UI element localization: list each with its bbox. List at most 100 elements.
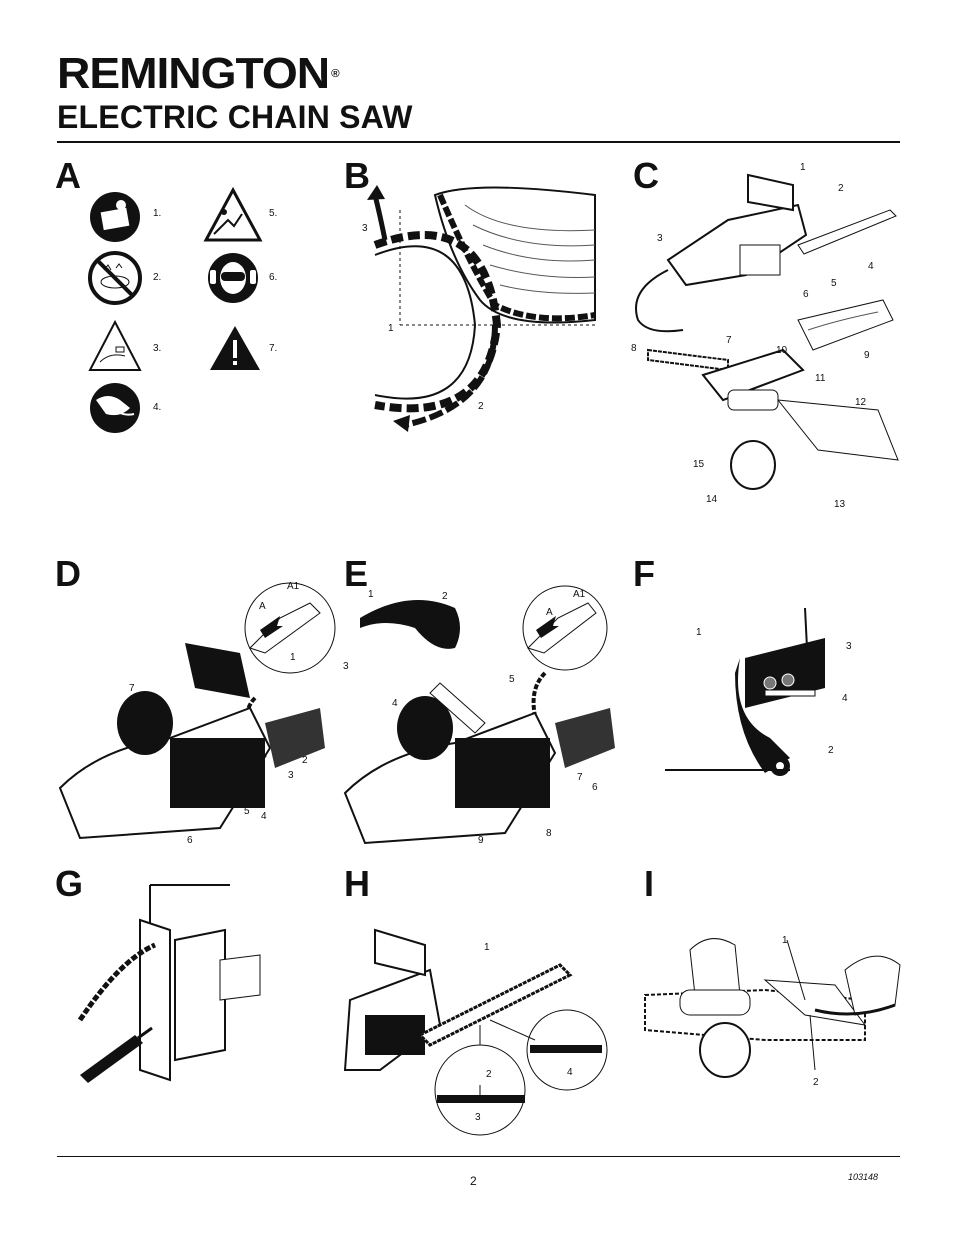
label-3: 3 xyxy=(846,641,852,652)
chain-detail-circle-left xyxy=(434,1044,526,1136)
symbol-label-2: 2. xyxy=(153,272,162,283)
cover-illustration xyxy=(360,600,460,649)
part-9: 9 xyxy=(864,350,870,361)
label-a1: A1 xyxy=(287,581,300,592)
kickback-danger-icon xyxy=(203,186,263,242)
panel-letter-g: G xyxy=(55,863,84,904)
label-9: 9 xyxy=(478,835,484,846)
panel-letter-c: C xyxy=(633,155,659,196)
label-1: 1 xyxy=(696,627,702,638)
panel-letter-f: F xyxy=(633,553,655,594)
sprocket-illustration xyxy=(77,884,261,1082)
part-3: 3 xyxy=(657,233,663,244)
panel-letter-b: B xyxy=(344,155,370,196)
part-11: 11 xyxy=(815,373,826,384)
symbol-label-3: 3. xyxy=(153,343,162,354)
label-5: 5 xyxy=(509,674,515,685)
label-2: 2 xyxy=(442,591,448,602)
label-2: 2 xyxy=(478,401,484,412)
chain-direction-arrow xyxy=(393,324,498,432)
bar-mount-illustration xyxy=(665,607,825,776)
chain-detail-circle xyxy=(244,582,336,674)
saw-body-illustration xyxy=(58,643,325,840)
kickback-arrow-up xyxy=(367,185,388,241)
footer-divider xyxy=(57,1156,900,1157)
panel-b-kickback-diagram: 3 1 2 xyxy=(355,185,600,440)
label-4: 4 xyxy=(567,1067,573,1078)
saw-side-illustration xyxy=(343,928,573,1071)
label-6: 6 xyxy=(187,835,193,846)
label-a: A xyxy=(546,607,553,618)
saw-with-hands-illustration xyxy=(644,938,901,1078)
panel-letter-a: A xyxy=(55,155,81,196)
symbol-label-7: 7. xyxy=(269,343,278,354)
label-4: 4 xyxy=(842,693,848,704)
label-4: 4 xyxy=(392,698,398,709)
document-title: ELECTRIC CHAIN SAW xyxy=(57,99,413,135)
label-1: 1 xyxy=(368,589,374,600)
panel-c-parts-diagram: 1 2 3 4 5 6 7 8 9 10 11 12 13 14 15 xyxy=(628,160,900,515)
symbol-label-5: 5. xyxy=(269,208,278,219)
header-divider xyxy=(57,141,900,143)
part-5: 5 xyxy=(831,278,837,289)
label-6: 6 xyxy=(592,782,598,793)
screwdriver-icon xyxy=(80,1026,153,1083)
chain-detail-circle xyxy=(522,585,608,671)
label-2: 2 xyxy=(828,745,834,756)
label-2: 2 xyxy=(486,1069,492,1080)
part-12: 12 xyxy=(855,397,867,408)
part-7: 7 xyxy=(726,335,732,346)
chainsaw-front-view xyxy=(647,348,899,490)
label-1: 1 xyxy=(484,942,490,953)
two-hands-grip-icon xyxy=(90,383,140,433)
no-wet-conditions-icon xyxy=(88,251,142,305)
part-10: 10 xyxy=(776,345,788,356)
panel-f-tension-adjust: 1 3 4 2 xyxy=(660,598,900,788)
part-15: 15 xyxy=(693,459,705,470)
symbol-label-1: 1. xyxy=(153,208,162,219)
read-manual-icon xyxy=(90,192,140,242)
label-3: 3 xyxy=(343,661,349,672)
label-7: 7 xyxy=(577,772,583,783)
document-code: 103148 xyxy=(848,1172,879,1182)
bar-cover-illustration xyxy=(797,299,894,351)
panel-letter-h: H xyxy=(344,863,370,904)
panel-letter-d: D xyxy=(55,553,81,594)
symbol-label-6: 6. xyxy=(269,272,278,283)
symbol-label-4: 4. xyxy=(153,402,162,413)
label-2: 2 xyxy=(813,1077,819,1088)
chainsaw-side-view xyxy=(635,173,897,333)
eye-ear-protection-icon xyxy=(208,253,258,303)
label-a: A xyxy=(259,601,266,612)
label-3: 3 xyxy=(362,223,368,234)
part-2: 2 xyxy=(838,183,844,194)
panel-d-chain-install: A1 A 1 7 2 3 5 4 6 xyxy=(55,578,336,850)
label-8: 8 xyxy=(546,828,552,839)
saw-body-illustration xyxy=(343,682,615,845)
label-4: 4 xyxy=(261,811,267,822)
panel-letter-e: E xyxy=(344,553,369,594)
label-5: 5 xyxy=(244,806,250,817)
part-6: 6 xyxy=(803,289,809,300)
chain-detail-circle-right xyxy=(526,1009,608,1091)
label-1: 1 xyxy=(290,652,296,663)
panel-a-safety-symbols: 1. 2. 3. 4. 5. 6. 7. xyxy=(88,186,318,440)
panel-g-lubrication xyxy=(77,880,265,1083)
label-3: 3 xyxy=(288,770,294,781)
label-7: 7 xyxy=(129,683,135,694)
panel-e-bar-install: 1 2 A1 A 3 5 4 7 6 8 9 xyxy=(340,578,615,850)
part-4: 4 xyxy=(868,261,874,272)
warning-triangle-icon xyxy=(210,326,260,370)
panel-i-operating-grip: 1 2 xyxy=(644,930,901,1100)
part-13: 13 xyxy=(834,499,846,510)
part-8: 8 xyxy=(631,343,637,354)
label-1: 1 xyxy=(388,323,394,334)
label-2: 2 xyxy=(302,755,308,766)
panel-letter-i: I xyxy=(644,863,655,904)
label-a1: A1 xyxy=(573,589,586,600)
part-14: 14 xyxy=(706,494,718,505)
label-3: 3 xyxy=(475,1112,481,1123)
label-1: 1 xyxy=(782,935,788,946)
page-number: 2 xyxy=(470,1174,477,1188)
kickback-warning-icon xyxy=(88,319,142,371)
